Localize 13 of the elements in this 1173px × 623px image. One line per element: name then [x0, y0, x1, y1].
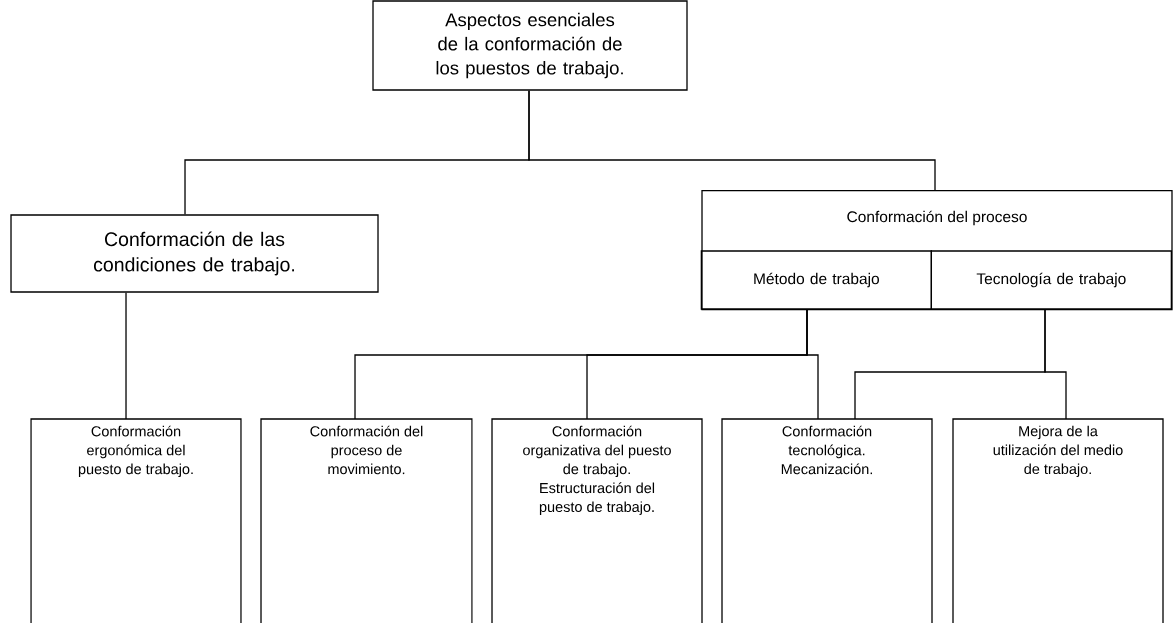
connector-line	[528, 90, 936, 191]
text-box: Aspectos esenciales de la conformación de los puestos de trabajo.	[372, 0, 688, 91]
connector-line	[125, 292, 127, 420]
text-box: Conformación tecnológica. Mecanización.	[721, 418, 933, 623]
connector-line	[806, 309, 819, 420]
text-box: Conformación ergonómica del puesto de trabajo.	[30, 418, 242, 623]
text-box: Conformación de las condiciones de trabajo.	[10, 214, 379, 293]
text-box: Mejora de la utilización del medio de trabajo.	[952, 418, 1164, 623]
connector-line	[1044, 309, 1067, 420]
text-box: Conformación del proceso de movimiento.	[260, 418, 473, 623]
text-box: Tecnología de trabajo	[930, 250, 1172, 310]
text-box: Conformación organizativa del puesto de trabajo. Estructuración del puesto de trabajo.	[491, 418, 703, 623]
text-box: Método de trabajo	[700, 250, 932, 310]
